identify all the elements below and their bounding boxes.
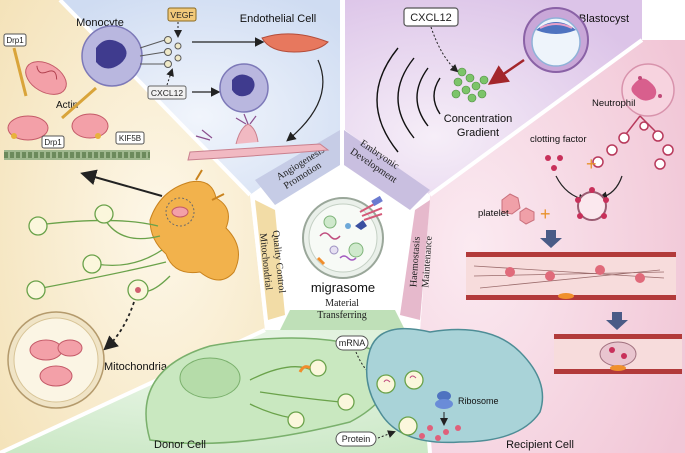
- donor-vesicles: [287, 359, 355, 429]
- recipient-vesicles: [376, 370, 424, 436]
- endothelial-cell-label: Endothelial Cell: [240, 13, 316, 25]
- vegf-label: VEGF: [170, 10, 193, 20]
- recipient-cell-icon: [365, 327, 544, 444]
- migrasome-vesicles: [26, 204, 149, 301]
- drp1-badge-top: [3, 33, 27, 47]
- mitochondria-lower-icon: [7, 113, 109, 141]
- actin-label: Actin: [56, 100, 78, 111]
- microtubule-track: [4, 150, 150, 160]
- monocyte-cell-icon: [81, 25, 143, 87]
- haemostasis-content: Neutrophil clotting factor + platelet +: [466, 63, 682, 374]
- migrating-monocyte-icon: [219, 63, 269, 113]
- donor-cell-label: Donor Cell: [154, 439, 206, 451]
- mitochondria-pair-icon: [12, 47, 67, 97]
- secreted-vesicles: [139, 36, 182, 68]
- cxcl12-particles: [451, 67, 489, 103]
- cxcl12-label-left: CXCL12: [151, 88, 183, 98]
- down-arrow-1: [540, 230, 562, 248]
- neutrophil-icon: [621, 63, 675, 117]
- haemostasis-band: [400, 200, 430, 320]
- cell-with-mitochondria-icon: [7, 311, 105, 409]
- protein-fragments: [419, 425, 461, 441]
- gradient-label-1: Concentration: [444, 113, 513, 125]
- mrna-label: mRNA: [339, 338, 366, 348]
- endothelial-cell-icon: [261, 33, 329, 53]
- ribosome-icon: [435, 391, 453, 409]
- platelet-label: platelet: [478, 208, 509, 219]
- protein-label: Protein: [342, 434, 371, 444]
- activated-migrasome-icon: [575, 187, 609, 221]
- blood-vessel-clot-1: [466, 252, 676, 300]
- plus-sign-2: +: [540, 204, 551, 224]
- platelet-icon: [501, 193, 535, 225]
- vegf-badge: [167, 7, 197, 22]
- kif5b-label: KIF5B: [119, 134, 141, 143]
- protein-badge: [335, 431, 377, 447]
- material-content: mRNA Ribosome Protein Donor Cell Recipie…: [145, 327, 574, 451]
- mrna-badge: [335, 335, 369, 351]
- haemostasis-title-1: Haemostasis: [408, 236, 423, 287]
- plus-sign-1: +: [586, 154, 597, 174]
- drp1-badge-mid: [41, 135, 65, 149]
- mitochondrial-content: Drp1 Actin Drp1 KIF5B: [3, 33, 239, 409]
- neutrophil-label: Neutrophil: [592, 98, 635, 109]
- ribosome-label: Ribosome: [458, 396, 499, 406]
- cxcl12-badge-left: [147, 85, 187, 100]
- blood-vessel-clot-2: [554, 334, 682, 374]
- migrasome-icon: [302, 195, 384, 279]
- kif5b-badge: [115, 131, 145, 145]
- embryonic-band: [344, 130, 430, 210]
- material-title-2: Transferring: [317, 310, 367, 321]
- blastocyst-label: Blastocyst: [579, 13, 629, 25]
- gradient-label-2: Gradient: [457, 127, 499, 139]
- embryonic-content: CXCL12 Concentration Gradient Blastocyst: [376, 7, 629, 153]
- clotting-factor-chain: [592, 115, 674, 170]
- gradient-arcs: [376, 47, 441, 153]
- blastocyst-icon: [523, 7, 589, 73]
- mitochondrial-band: [255, 200, 285, 320]
- haemostasis-title-2: Maintenance: [420, 235, 435, 288]
- angiogenesis-content: Monocyte VEGF CXCL12 Endothelial Cell: [76, 7, 330, 161]
- recipient-cell-label: Recipient Cell: [506, 439, 574, 451]
- material-title-1: Material: [325, 298, 359, 309]
- drp1-label-mid: Drp1: [44, 138, 62, 147]
- down-arrow-2: [606, 312, 628, 330]
- migrating-cell-icon: [149, 169, 239, 281]
- vessel-sprout-icon: [187, 113, 330, 161]
- drp1-label-top: Drp1: [6, 36, 24, 45]
- cxcl12-label-right: CXCL12: [410, 12, 452, 24]
- cxcl12-badge-right: [403, 7, 459, 27]
- mitochondria-label: Mitochondria: [104, 361, 168, 373]
- center-label: migrasome: [311, 280, 375, 295]
- clotting-factor-label: clotting factor: [530, 134, 587, 145]
- material-band: [280, 310, 405, 330]
- clotting-factor-dots: [545, 155, 563, 171]
